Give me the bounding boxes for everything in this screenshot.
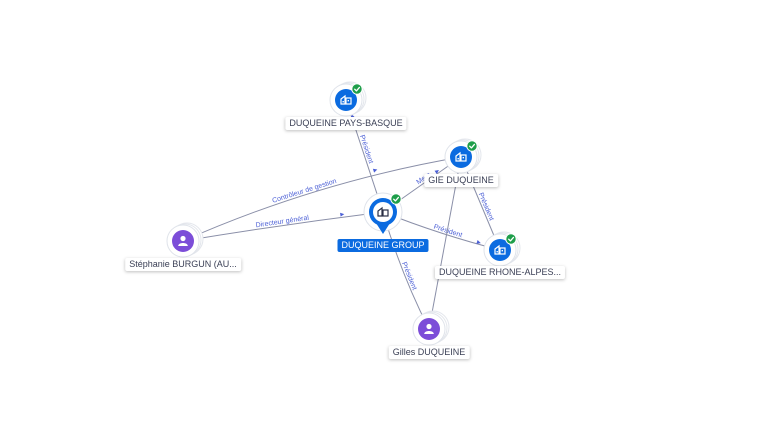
node-pays_basque[interactable] — [329, 81, 367, 117]
edge-label: Président — [400, 261, 418, 291]
person-icon — [424, 323, 434, 334]
node-gie[interactable] — [444, 138, 482, 174]
node-label[interactable]: DUQUEINE PAYS-BASQUE — [285, 117, 407, 130]
relationship-edge[interactable] — [182, 156, 462, 242]
edge-label: Président — [477, 192, 495, 222]
building-icon — [494, 244, 506, 255]
edge-label: Président — [358, 134, 374, 164]
node-group[interactable] — [363, 192, 403, 234]
node-gilles[interactable] — [412, 310, 450, 346]
check-badge-icon — [390, 193, 402, 205]
edge-label: Contrôleur de gestion — [271, 178, 337, 205]
node-label[interactable]: Stéphanie BURGUN (AU... — [125, 258, 241, 271]
edge-arrow — [476, 239, 481, 244]
edge-arrow — [372, 168, 378, 173]
building-icon — [377, 206, 389, 217]
node-label[interactable]: DUQUEINE RHONE-ALPES... — [434, 266, 566, 279]
relationship-edge[interactable] — [182, 211, 384, 242]
building-icon — [455, 151, 467, 162]
check-badge-icon — [351, 83, 363, 95]
node-label[interactable]: GIE DUQUEINE — [424, 174, 498, 187]
person-icon — [178, 235, 188, 246]
check-badge-icon — [505, 233, 517, 245]
check-badge-icon — [466, 140, 478, 152]
edges-layer: PrésidentMemPrésidentPrésidentContrôleur… — [182, 99, 501, 330]
node-label[interactable]: DUQUEINE GROUP — [337, 239, 429, 252]
building-icon — [340, 94, 352, 105]
edge-arrow — [434, 170, 439, 174]
node-stephanie[interactable] — [166, 222, 204, 258]
node-label[interactable]: Gilles DUQUEINE — [388, 346, 470, 359]
nodes-layer — [166, 81, 521, 346]
edge-arrow — [340, 212, 345, 217]
edge-label: Directeur général — [255, 215, 310, 230]
node-rhone_alpes[interactable] — [483, 231, 521, 267]
